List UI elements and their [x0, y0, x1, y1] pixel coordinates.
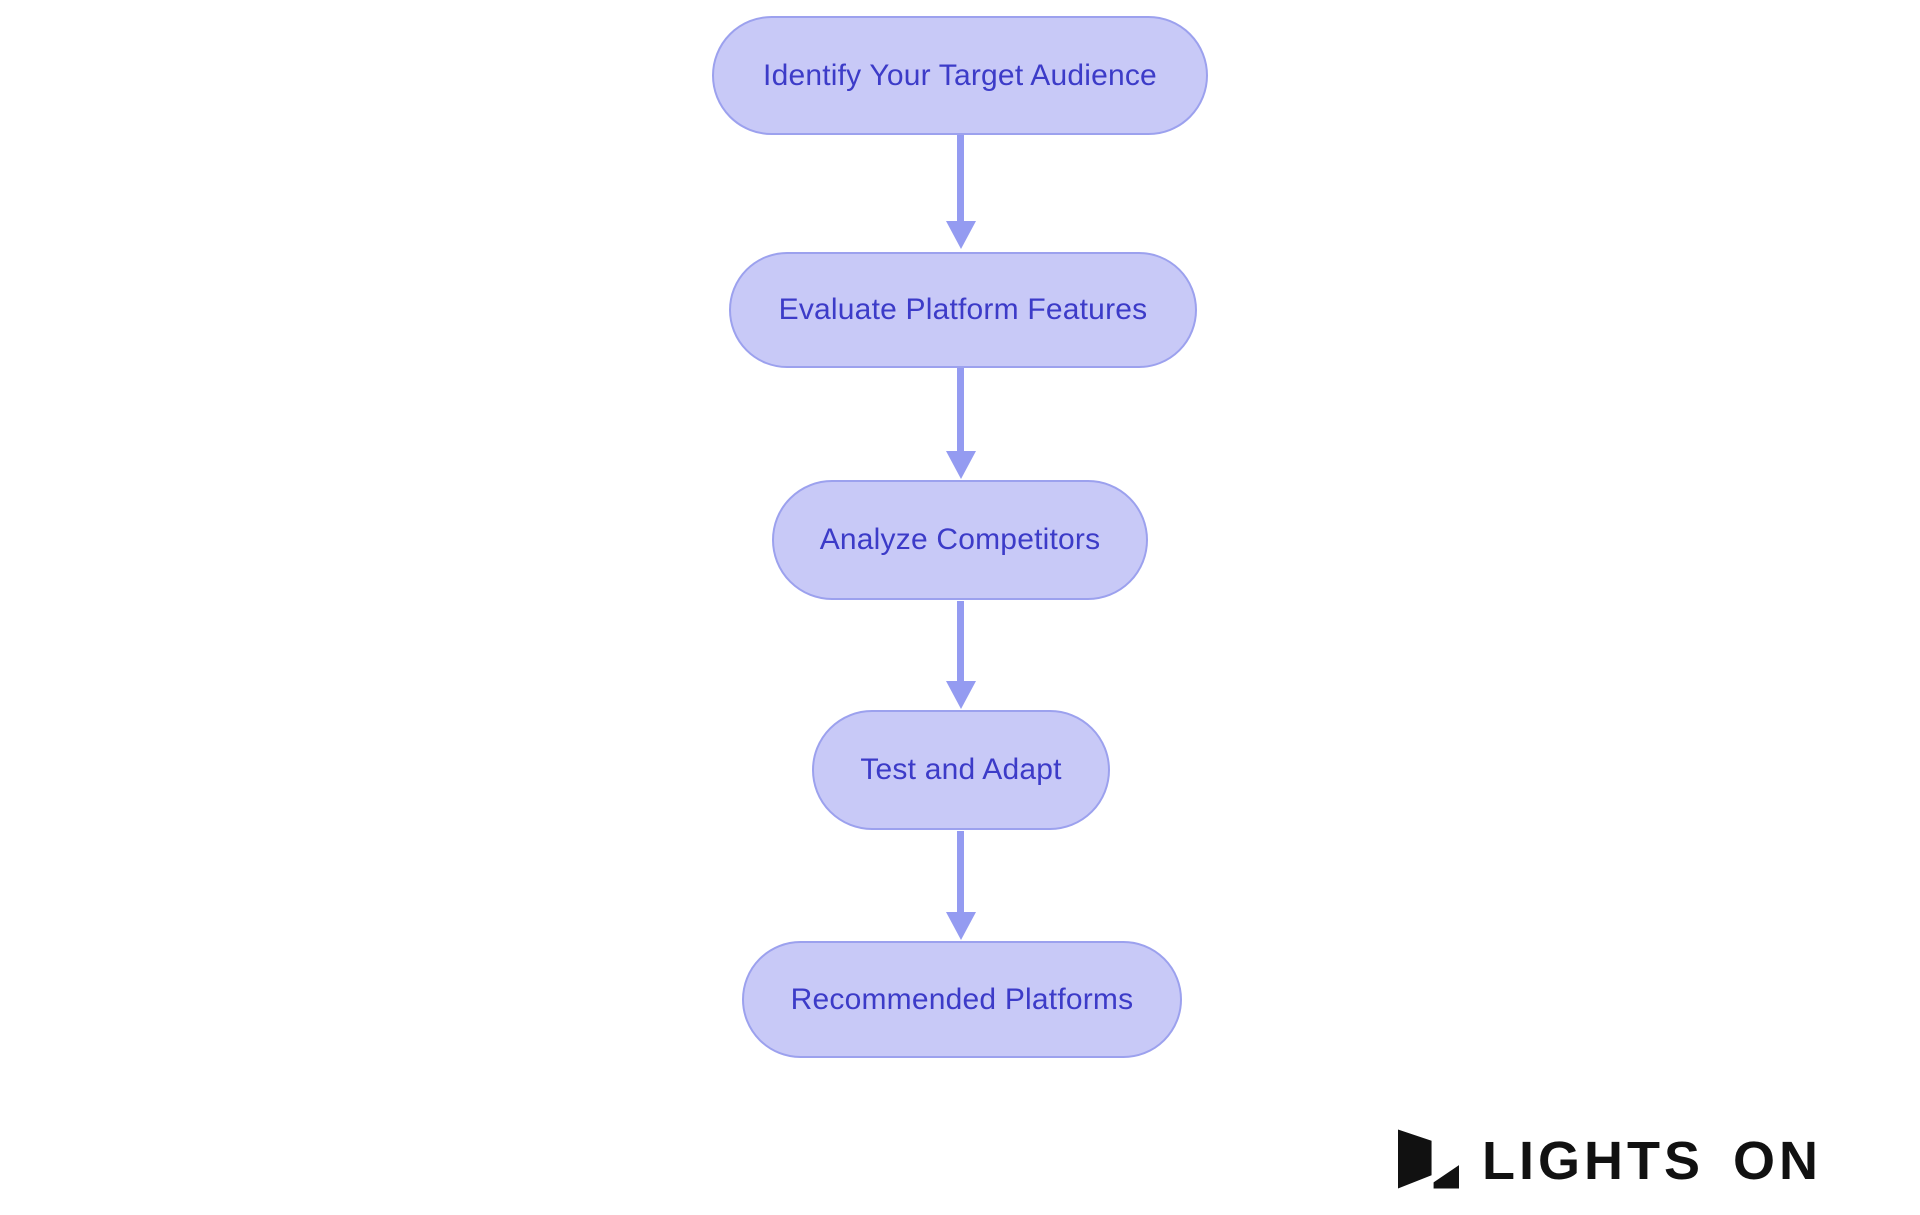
flow-arrow-4: [945, 831, 976, 940]
flow-node-label: Recommended Platforms: [790, 982, 1134, 1016]
flow-arrow-1: [945, 135, 976, 249]
arrow-head-down-icon: [945, 912, 976, 940]
flow-arrow-3: [945, 601, 976, 709]
flow-node-label: Identify Your Target Audience: [763, 58, 1157, 92]
arrow-shaft: [957, 368, 964, 451]
lights-on-logo-text: LIGHTS ON: [1482, 1131, 1822, 1191]
arrow-head-down-icon: [945, 221, 976, 249]
arrow-shaft: [957, 601, 964, 681]
arrow-head-down-icon: [945, 681, 976, 709]
lights-on-logo: LIGHTS ON: [1398, 1125, 1822, 1189]
flow-node-label: Evaluate Platform Features: [778, 293, 1148, 326]
lights-on-logo-icon: [1398, 1129, 1459, 1189]
arrow-head-down-icon: [945, 451, 976, 479]
flow-node-label: Test and Adapt: [860, 753, 1062, 786]
flow-node-test-and-adapt: Test and Adapt: [812, 710, 1110, 830]
arrow-shaft: [957, 135, 964, 221]
flow-node-analyze-competitors: Analyze Competitors: [772, 480, 1148, 600]
flow-arrow-2: [945, 368, 976, 479]
flow-node-identify-target-audience: Identify Your Target Audience: [712, 16, 1208, 135]
flow-node-label: Analyze Competitors: [819, 523, 1101, 556]
arrow-shaft: [957, 831, 964, 912]
flow-node-recommended-platforms: Recommended Platforms: [742, 941, 1182, 1058]
flow-node-evaluate-platform-features: Evaluate Platform Features: [729, 252, 1197, 368]
